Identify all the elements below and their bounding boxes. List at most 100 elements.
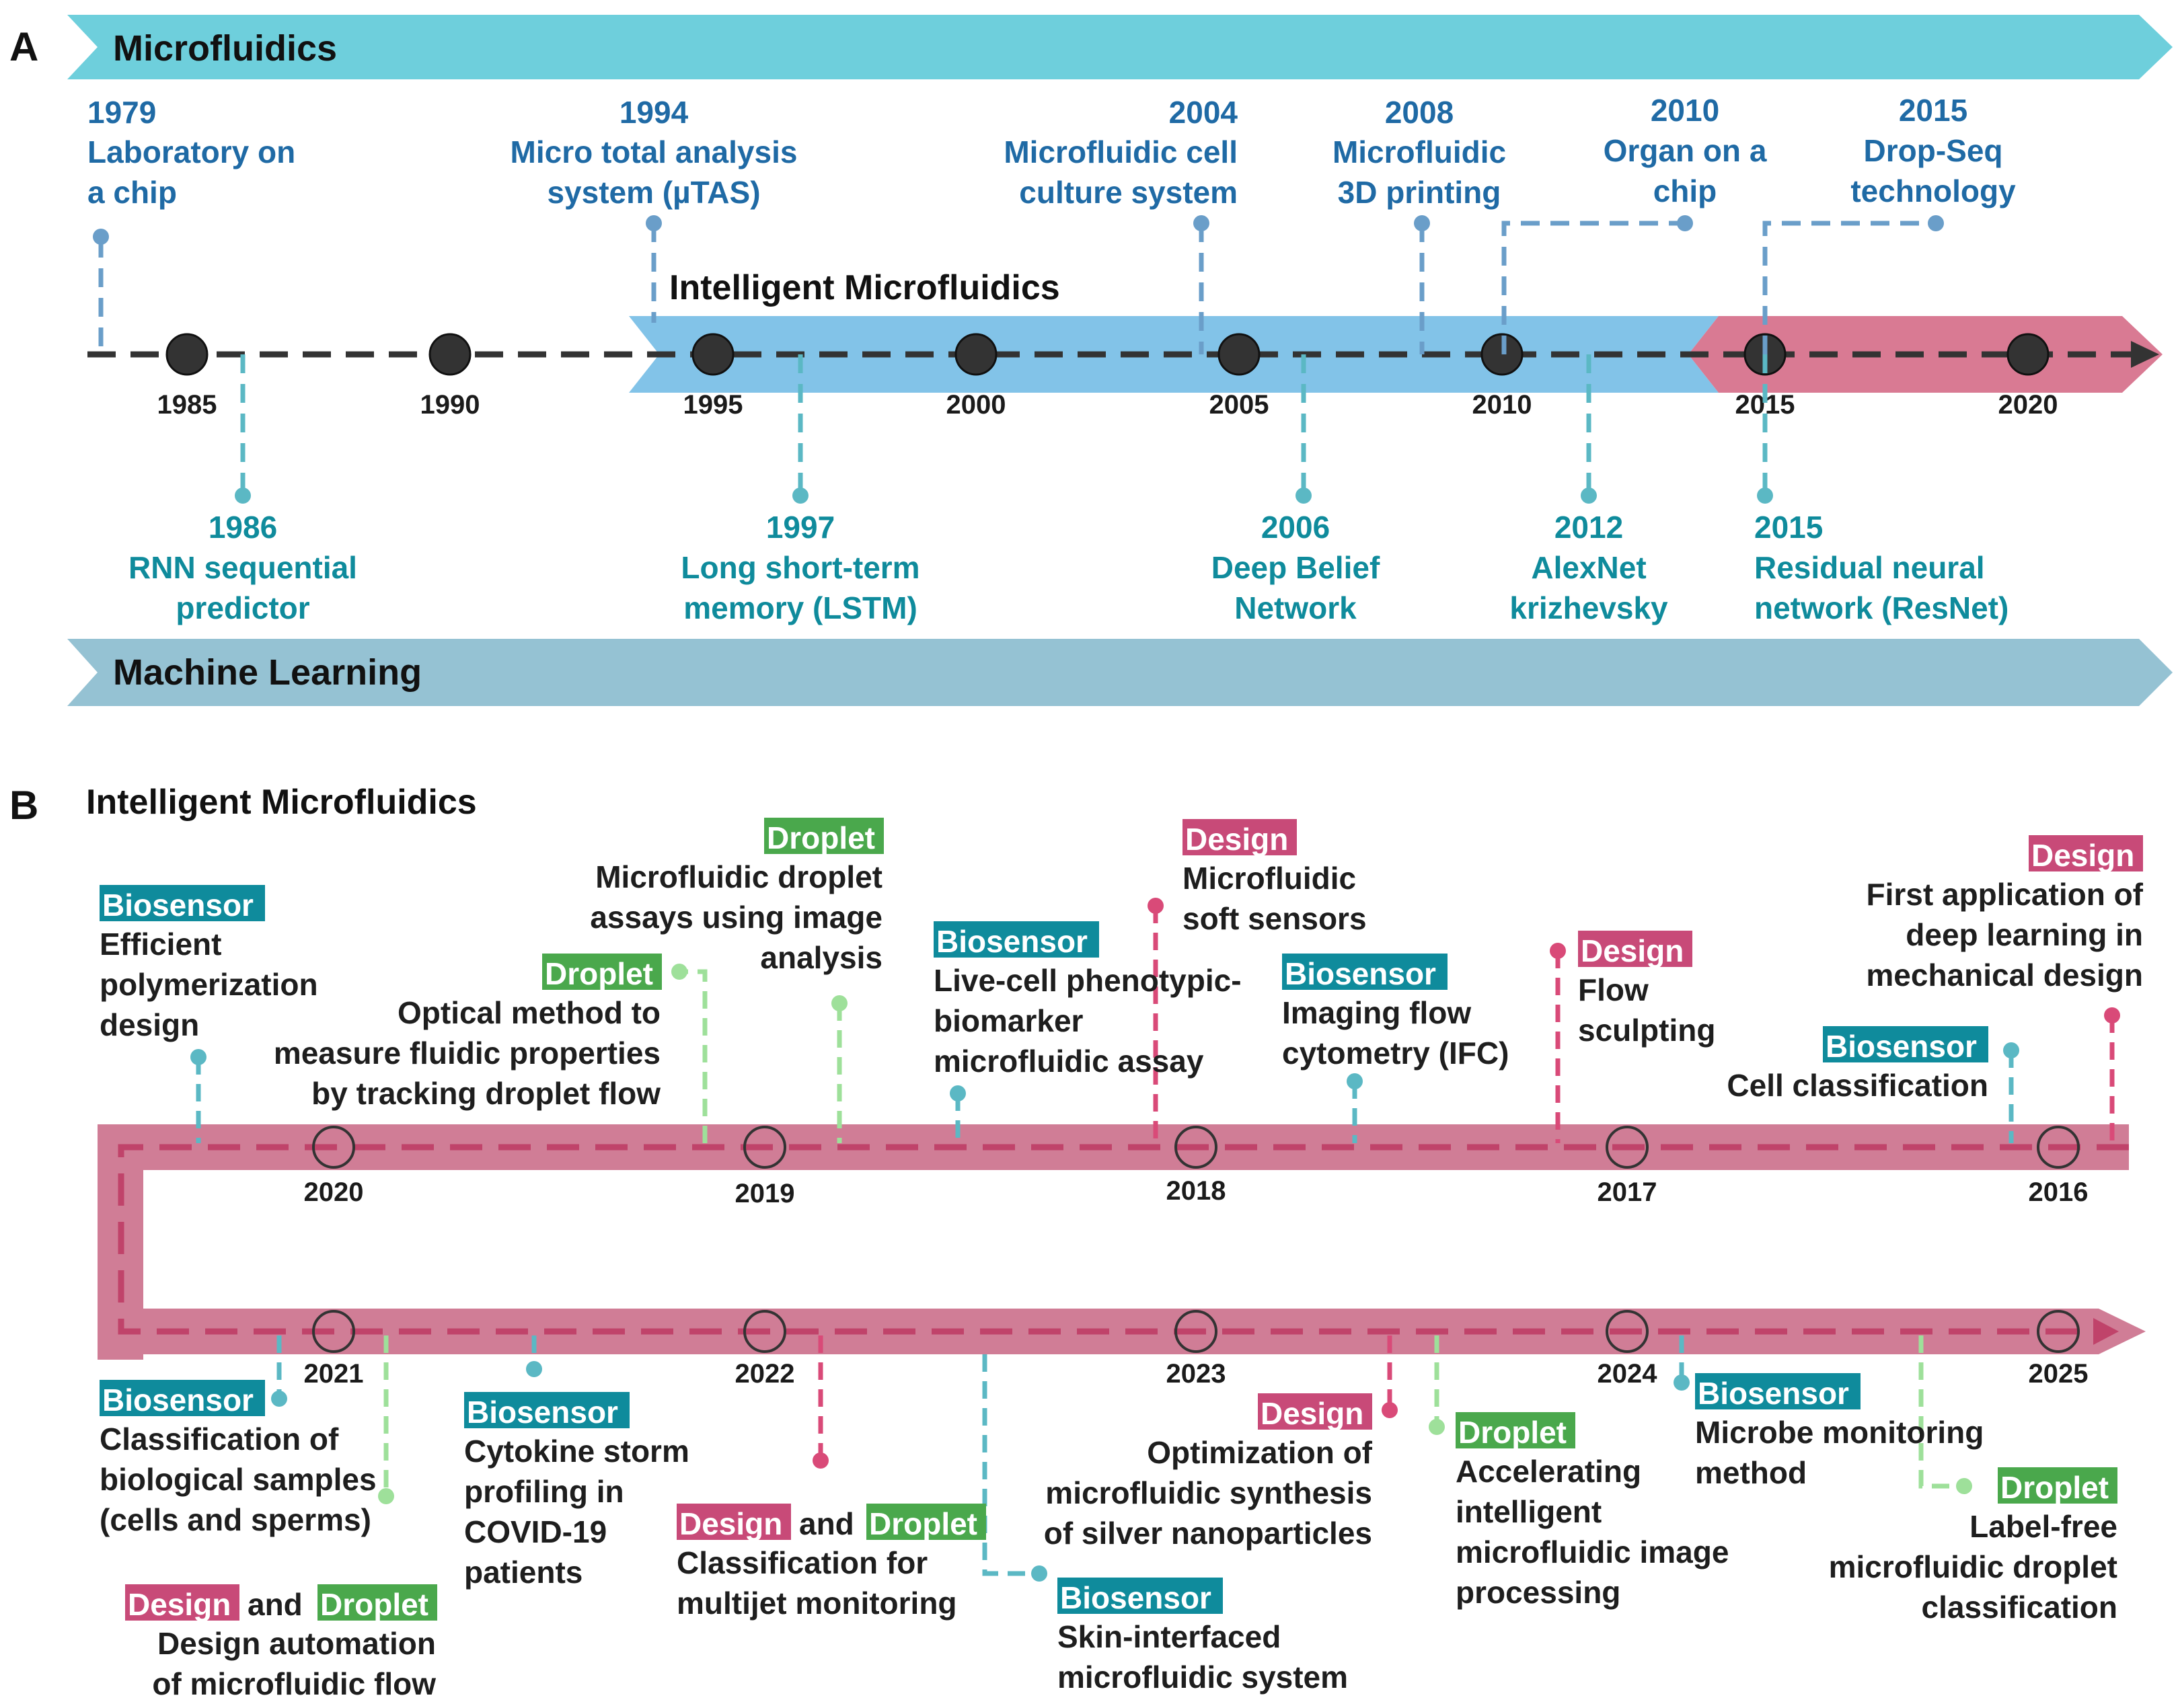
event-text: Microfluidic (1332, 134, 1506, 169)
panel-b-connector-dots (190, 898, 2120, 1582)
droplet-tag (317, 1584, 437, 1621)
event-text: Organ on a (1604, 133, 1767, 168)
year-dot-1990 (428, 333, 472, 376)
axis-year-label: 2020 (1998, 390, 2058, 420)
event-year: 1986 (209, 510, 277, 545)
event-text: Microfluidic cell (1004, 134, 1238, 169)
axis-year-label: 2000 (946, 390, 1006, 420)
panel-a-axis-arrow (2131, 341, 2159, 368)
event-text: Skin-interfaced (1057, 1619, 1281, 1654)
biosensor-tag-label: Biosensor (1826, 1029, 1977, 1064)
serpentine-track (98, 1124, 2146, 1360)
design-tag (1578, 931, 1692, 967)
event-text: Accelerating (1456, 1454, 1641, 1489)
machine-learning-band (67, 639, 2173, 706)
year-label: 2024 (1598, 1359, 1658, 1389)
event-text: Design automation (157, 1626, 436, 1661)
event-text: Microfluidic (1182, 861, 1356, 896)
event-text: analysis (760, 940, 883, 975)
event-text: Cytokine storm (464, 1434, 689, 1469)
event-text: Optical method to (398, 995, 661, 1030)
design-tag-label: Design (1261, 1396, 1363, 1431)
year-label: 2023 (1166, 1359, 1226, 1389)
design-tag (2029, 835, 2143, 871)
event-text: system (µTAS) (547, 175, 760, 210)
event-text: Drop-Seq (1864, 133, 2003, 168)
event-text: RNN sequential (128, 550, 357, 585)
event-year: 1997 (766, 510, 835, 545)
year-dot-2000 (954, 333, 998, 376)
microfluidics-events: 1979 Laboratory on a chip 1994 Micro tot… (87, 93, 2016, 210)
machine-learning-band-label: Machine Learning (113, 652, 422, 693)
event-text: First application of (1867, 877, 2144, 912)
design-tag (1258, 1393, 1372, 1430)
event-year: 2004 (1169, 95, 1238, 130)
biosensor-tag (464, 1392, 630, 1428)
event-text: microfluidic synthesis (1045, 1475, 1372, 1510)
event-text: biomarker (934, 1003, 1084, 1038)
event-text: Micro total analysis (511, 134, 798, 169)
event-text: of silver nanoparticles (1044, 1516, 1372, 1551)
event-text: Optimization of (1147, 1435, 1372, 1470)
event-text: Microfluidic droplet (595, 859, 883, 894)
event-text: polymerization (100, 967, 318, 1002)
droplet-tag (542, 954, 662, 990)
droplet-tag-label: Droplet (545, 956, 653, 991)
droplet-tag-label: Droplet (1458, 1415, 1567, 1450)
year-label: 2020 (304, 1177, 364, 1207)
biosensor-tag-label: Biosensor (1060, 1580, 1211, 1615)
droplet-tag (764, 818, 884, 854)
event-text: by tracking droplet flow (311, 1076, 661, 1111)
category-tags: Biosensor Droplet Droplet Biosensor Desi… (100, 818, 2143, 1622)
event-text: processing (1456, 1575, 1620, 1610)
event-text: microfluidic droplet (1829, 1549, 2117, 1584)
track-arrow (2093, 1318, 2119, 1345)
event-text: culture system (1019, 175, 1238, 210)
droplet-tag-label: Droplet (320, 1587, 428, 1622)
event-text: network (ResNet) (1754, 590, 2008, 625)
event-text: mechanical design (1866, 958, 2143, 993)
year-label: 2018 (1166, 1176, 1226, 1206)
event-text: design (100, 1007, 199, 1042)
event-text: technology (1850, 173, 2016, 208)
year-label: 2022 (735, 1359, 795, 1389)
design-tag-label: Design (1185, 822, 1288, 857)
biosensor-tag-label: Biosensor (936, 924, 1088, 959)
intelligent-microfluidics-band-recent (1688, 316, 2163, 393)
axis-year-label: 2010 (1472, 390, 1532, 420)
event-text: microfluidic assay (934, 1044, 1204, 1079)
event-year: 2008 (1385, 95, 1454, 130)
event-text: Imaging flow (1282, 995, 1471, 1030)
event-text: Classification for (677, 1545, 928, 1580)
and-connector-text: and (248, 1587, 303, 1622)
panel-b-title: Intelligent Microfluidics (86, 783, 477, 822)
track-dashed-line (118, 1144, 2129, 1335)
event-year: 1979 (87, 95, 156, 130)
microfluidics-band-label: Microfluidics (113, 28, 337, 69)
event-text: soft sensors (1182, 901, 1367, 936)
panel-b-connectors (196, 906, 2115, 1576)
biosensor-tag-label: Biosensor (1698, 1376, 1849, 1411)
year-label: 2016 (2029, 1177, 2089, 1207)
design-tag-label: Design (2031, 838, 2134, 873)
axis-year-label: 1985 (157, 390, 217, 420)
design-tag (125, 1584, 239, 1621)
and-connector-text: and (799, 1506, 854, 1541)
droplet-tag (866, 1504, 986, 1540)
panel-a-year-labels: 1985 1990 1995 2000 2005 2010 2015 2020 (157, 390, 2058, 420)
droplet-tag-label: Droplet (767, 820, 875, 855)
droplet-tag (1998, 1467, 2117, 1504)
event-text: COVID-19 (464, 1514, 607, 1549)
axis-year-label: 1990 (420, 390, 480, 420)
biosensor-tag (100, 885, 265, 921)
event-text: Residual neural (1754, 550, 1985, 585)
event-text: method (1695, 1455, 1807, 1490)
biosensor-tag-label: Biosensor (1285, 956, 1436, 991)
event-year: 2006 (1261, 510, 1330, 545)
event-text: Network (1234, 590, 1357, 625)
year-dot-1995 (691, 333, 735, 376)
design-tag-label: Design (1581, 933, 1684, 968)
microfluidics-band (67, 15, 2173, 79)
event-year: 1994 (619, 95, 689, 130)
event-text: profiling in (464, 1474, 624, 1509)
